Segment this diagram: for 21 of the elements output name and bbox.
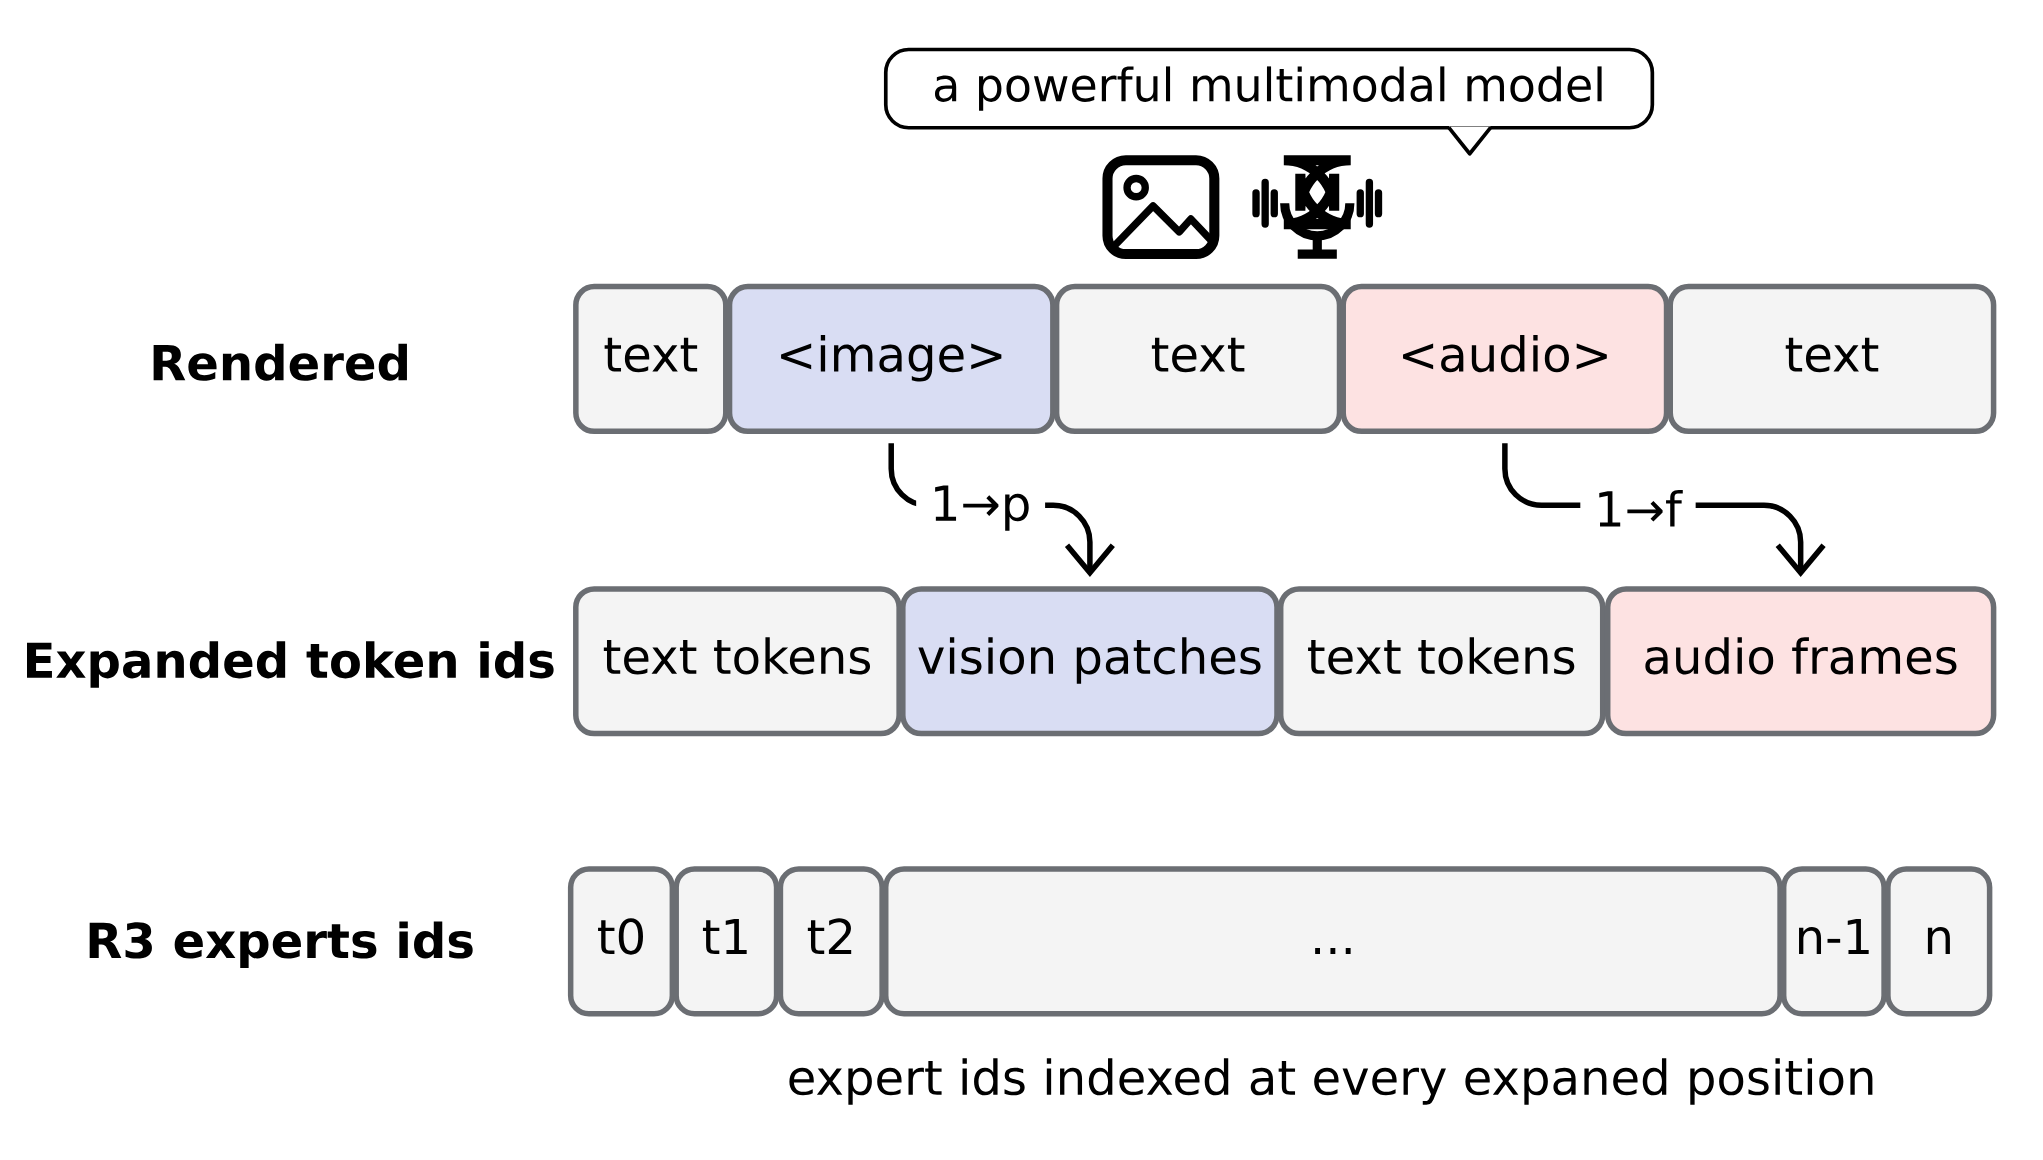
- edge-label: 1→f: [1599, 490, 1683, 527]
- token-box: text tokens: [573, 586, 902, 737]
- token-box: audio frames: [1604, 586, 1997, 737]
- row-label: Rendered: [153, 343, 407, 381]
- token-box: text: [1667, 284, 1997, 435]
- token-box: n-1: [1780, 866, 1887, 1017]
- token-box: t0: [567, 866, 676, 1017]
- edge-label: 1→p: [935, 485, 1029, 531]
- token-box: text tokens: [1277, 586, 1606, 737]
- token-box: ...: [883, 866, 1783, 1017]
- speech-bubble: a powerful multimodal model: [883, 47, 1655, 156]
- token-box: <audio>: [1340, 284, 1670, 435]
- token-box: t2: [777, 866, 885, 1017]
- token-box: <image>: [726, 284, 1056, 435]
- token-box: vision patches: [900, 586, 1280, 737]
- caption-text: expert ids indexed at every expaned position: [789, 1058, 1873, 1105]
- token-box: text: [573, 284, 729, 435]
- token-box: text: [1053, 284, 1343, 435]
- row-label: R3 experts ids: [89, 921, 473, 969]
- token-box: t1: [673, 866, 780, 1017]
- token-box: n: [1885, 866, 1993, 1017]
